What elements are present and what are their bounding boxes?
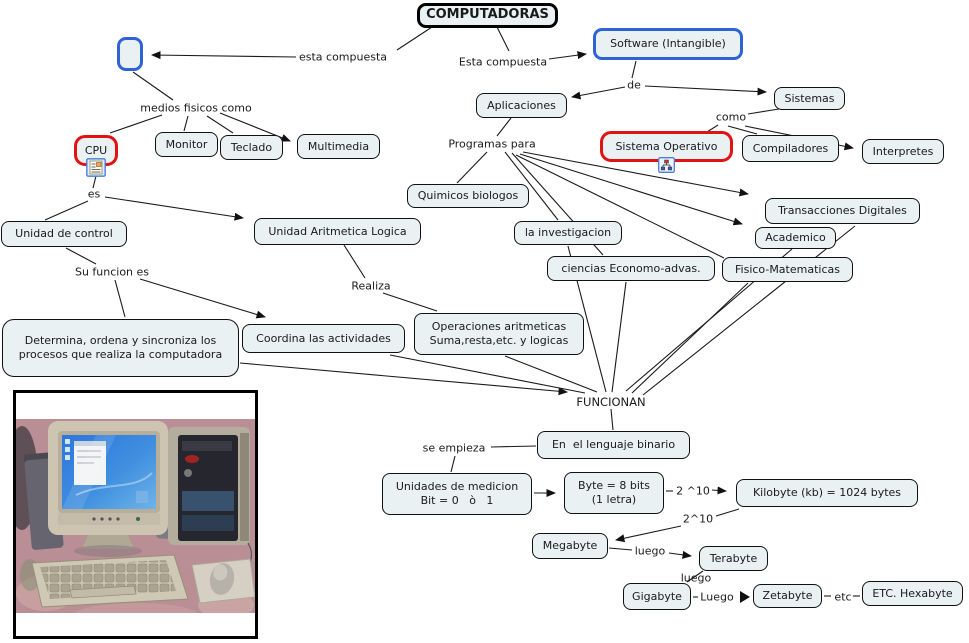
node-software[interactable]: Software (Intangible) [593, 28, 743, 60]
node-kilobyte[interactable]: Kilobyte (kb) = 1024 bytes [736, 479, 918, 507]
cpu-resource-icon[interactable] [86, 158, 106, 181]
keyboard [31, 554, 189, 608]
node-terabyte[interactable]: Terabyte [699, 546, 768, 571]
node-aplicaciones[interactable]: Aplicaciones [476, 93, 567, 118]
computer-photo-illustration [6, 393, 256, 636]
node-sistemas[interactable]: Sistemas [774, 87, 845, 110]
link-label-funcionan: FUNCIONAN [576, 395, 646, 409]
node-byte-line1: Byte = 8 bits [578, 479, 650, 493]
node-lenguaje-binario[interactable]: En el lenguaje binario [537, 431, 690, 459]
node-compiladores[interactable]: Compiladores [742, 135, 839, 162]
node-byte-line2: (1 letra) [591, 493, 637, 506]
node-academico[interactable]: Academico [755, 227, 836, 249]
link-label-es: es [87, 187, 101, 201]
link-label-etc: etc [834, 590, 852, 604]
link-label-medios-fisicos: medios fisicos como [140, 101, 252, 115]
node-unidades-line2: Bit = 0 ò 1 [420, 494, 494, 507]
link-label-realiza: Realiza [351, 279, 391, 293]
arrowhead-gigabyte-zetabyte [740, 591, 750, 603]
node-fisico-matematicas[interactable]: Fisico-Matematicas [722, 257, 853, 282]
node-gigabyte[interactable]: Gigabyte [623, 583, 691, 610]
node-monitor[interactable]: Monitor [155, 132, 218, 157]
node-byte[interactable]: Byte = 8 bits (1 letra) [564, 472, 664, 514]
computer-photo [6, 390, 258, 639]
node-teclado[interactable]: Teclado [220, 135, 283, 160]
link-label-2pow10-second: 2^10 [682, 512, 714, 526]
node-operaciones-line1: Operaciones aritmeticas [431, 320, 567, 334]
node-la-investigacion[interactable]: la investigacion [514, 221, 622, 245]
link-label-luego-1: luego [634, 544, 666, 558]
node-unidad-aritmetica-logica[interactable]: Unidad Aritmetica Logica [254, 218, 421, 245]
mouse-and-pad [191, 558, 256, 604]
node-coordina[interactable]: Coordina las actividades [242, 324, 405, 353]
node-ciencias-economo[interactable]: ciencias Economo-advas. [547, 256, 715, 281]
link-label-se-empieza: se empieza [422, 441, 486, 455]
node-multimedia[interactable]: Multimedia [297, 134, 380, 159]
link-label-como: como [715, 110, 747, 124]
link-label-programas-para: Programas para [448, 137, 536, 151]
link-label-esta-compuesta-left: esta compuesta [298, 50, 388, 64]
node-megabyte[interactable]: Megabyte [532, 533, 608, 559]
node-unidad-de-control[interactable]: Unidad de control [1, 221, 127, 247]
node-hardware-empty[interactable] [117, 37, 143, 71]
crt-monitor [48, 421, 168, 557]
link-label-de: de [627, 78, 641, 92]
computer-tower [168, 427, 250, 545]
node-quimicos-biologos[interactable]: Quimicos biologos [407, 184, 529, 208]
os-resource-icon[interactable] [658, 157, 675, 177]
link-label-luego-3: Luego [700, 590, 734, 604]
node-operaciones[interactable]: Operaciones aritmeticas Suma,resta,etc. … [414, 313, 584, 355]
node-etc-hexabyte[interactable]: ETC. Hexabyte [862, 581, 963, 606]
node-computadoras[interactable]: COMPUTADORAS [417, 3, 558, 28]
node-unidades-medicion[interactable]: Unidades de medicion Bit = 0 ò 1 [382, 473, 532, 515]
node-transacciones-digitales[interactable]: Transacciones Digitales [765, 198, 920, 224]
node-determina[interactable]: Determina, ordena y sincroniza los proce… [2, 319, 239, 377]
link-label-su-funcion-es: Su funcion es [74, 265, 150, 279]
link-label-esta-compuesta-right: Esta compuesta [458, 55, 548, 69]
link-label-2pow10-first: 2 ^10 [676, 484, 710, 498]
link-label-luego-2: luego [680, 571, 712, 585]
node-zetabyte[interactable]: Zetabyte [753, 584, 822, 608]
node-interpretes[interactable]: Interpretes [862, 139, 944, 164]
node-operaciones-line2: Suma,resta,etc. y logicas [429, 334, 569, 347]
node-unidades-line1: Unidades de medicion [395, 480, 519, 494]
